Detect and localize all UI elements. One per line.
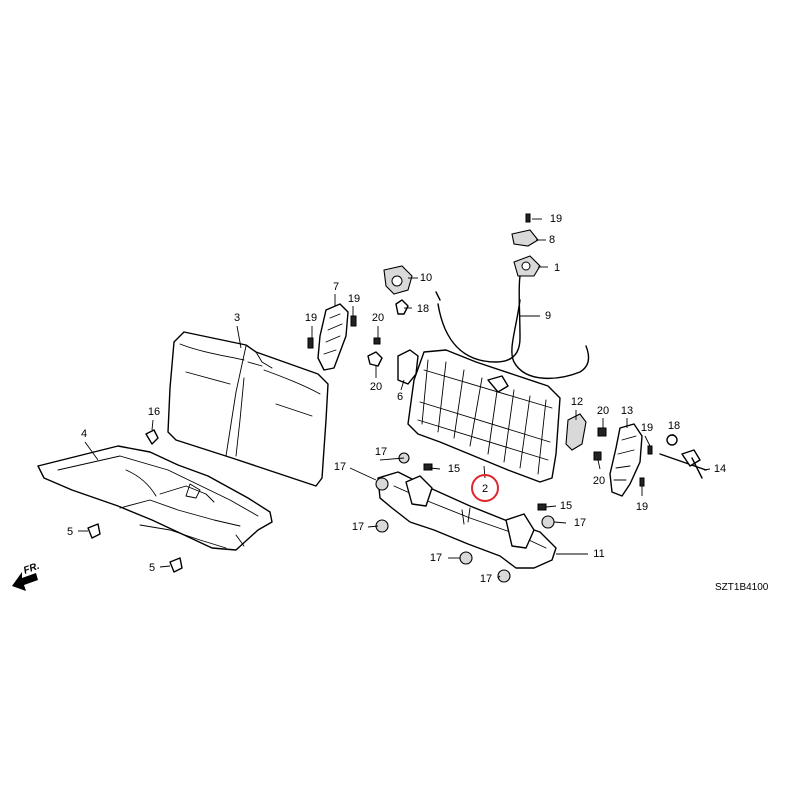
callout-19: 19	[640, 422, 654, 434]
callout-7: 7	[332, 281, 340, 293]
callout-6: 6	[396, 391, 404, 403]
callout-8: 8	[548, 234, 556, 246]
part-4-seat-cushion-frame	[37, 445, 273, 551]
callout-19: 19	[347, 293, 361, 305]
callout-17: 17	[479, 573, 493, 585]
part-9-release-cable	[435, 275, 590, 380]
callout-14: 14	[713, 463, 727, 475]
part-6-lock-bracket	[367, 337, 419, 385]
callout-20: 20	[592, 475, 606, 487]
callout-12: 12	[570, 396, 584, 408]
callout-11: 11	[593, 548, 605, 560]
part-8-1-anchor-pieces	[511, 213, 541, 277]
clips-16-5	[87, 429, 183, 573]
callout-18: 18	[667, 420, 681, 432]
part-10-anchor-cover	[383, 265, 413, 315]
callout-1: 1	[553, 262, 561, 274]
callout-16: 16	[147, 406, 161, 418]
part-7-left-bracket	[307, 303, 357, 371]
part-12-lock	[565, 413, 607, 461]
part-14-pin	[659, 434, 707, 479]
callout-17: 17	[374, 446, 388, 458]
callout-20: 20	[369, 381, 383, 393]
part-2-seatback-frame	[407, 349, 561, 483]
callout-5: 5	[148, 562, 156, 574]
callout-17: 17	[429, 552, 443, 564]
highlight-ring	[471, 474, 499, 502]
part-13-right-bracket	[609, 423, 653, 497]
callout-15: 15	[447, 463, 461, 475]
part-3-seatback-cover	[167, 331, 329, 487]
callout-13: 13	[620, 405, 634, 417]
leader-lines	[78, 218, 711, 579]
callout-17: 17	[573, 517, 587, 529]
callout-15: 15	[559, 500, 573, 512]
callout-3: 3	[233, 312, 241, 324]
callout-5: 5	[66, 526, 74, 538]
callout-18: 18	[416, 303, 430, 315]
callout-19: 19	[549, 213, 563, 225]
callout-19: 19	[635, 501, 649, 513]
callout-4: 4	[80, 428, 88, 440]
callout-20: 20	[371, 312, 385, 324]
callout-20: 20	[596, 405, 610, 417]
callout-10: 10	[419, 272, 433, 284]
callout-19: 19	[304, 312, 318, 324]
diagram-code: SZT1B4100	[715, 582, 769, 593]
callout-17: 17	[333, 461, 347, 473]
callout-9: 9	[544, 310, 552, 322]
part-11-hinge-bar	[375, 452, 557, 583]
front-arrow-icon	[12, 572, 38, 591]
callout-17: 17	[351, 521, 365, 533]
